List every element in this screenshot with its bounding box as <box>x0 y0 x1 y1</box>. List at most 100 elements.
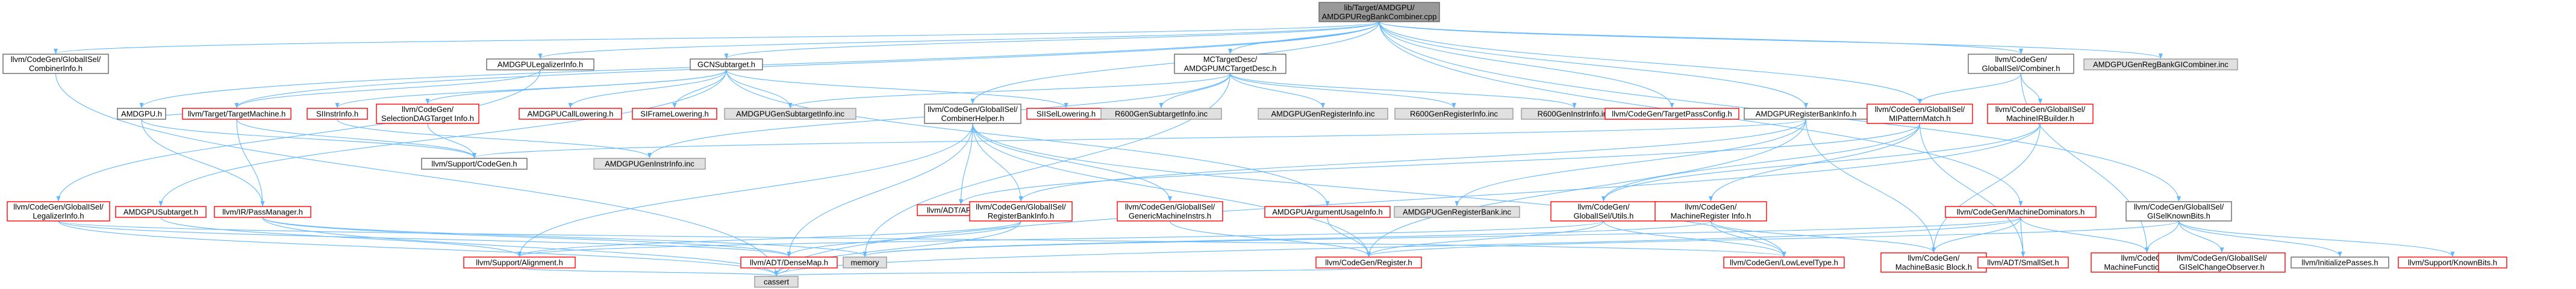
edge-targetmachine-to-support_codegen <box>236 119 476 158</box>
node-amdgpusubtarget-h[interactable]: AMDGPUSubtarget.h <box>115 206 207 218</box>
node-box <box>690 58 763 70</box>
node-llvm-codegen-machinedominators-h[interactable]: llvm/CodeGen/MachineDominators.h <box>1945 206 2097 218</box>
node-amdgpucalllowering-h[interactable]: AMDGPUCallLowering.h <box>519 108 622 120</box>
node-llvm-support-alignment-h[interactable]: llvm/Support/Alignment.h <box>463 256 576 269</box>
node-llvm-adt-smallset-h[interactable]: llvm/ADT/SmallSet.h <box>1977 256 2069 269</box>
node-box <box>1867 104 1973 124</box>
node-label: llvm/CodeGen/Register.h <box>1325 258 1412 267</box>
edge-registerbankinfo-to-alignment <box>517 220 1021 257</box>
edge-machineirbuilder-to-gisel_utils <box>1601 123 2041 202</box>
node-label: AMDGPUGenRegisterInfo.inc <box>1271 110 1375 119</box>
node-llvm-codegen-globalisel-giselchangeobserver-h[interactable]: llvm/CodeGen/GlobalISel/GISelChangeObser… <box>2158 252 2286 273</box>
node-mctargetdesc-amdgpumctargetdesc-h[interactable]: MCTargetDesc/AMDGPUMCTargetDesc.h <box>1174 54 1286 74</box>
node-siisellowering-h[interactable]: SIISelLowering.h <box>1026 108 1106 120</box>
node-label: R600GenInstrInfo.inc <box>1538 110 1612 119</box>
edge-root-to-legalizerinfo <box>538 21 1380 59</box>
node-box <box>2083 58 2238 70</box>
node-llvm-adt-densemap-h[interactable]: llvm/ADT/DenseMap.h <box>740 256 838 269</box>
node-amdgpugenregbankgicombiner-inc[interactable]: AMDGPUGenRegBankGICombiner.inc <box>2083 58 2238 70</box>
node-box <box>1654 201 1767 222</box>
node-amdgpuargumentusageinfo-h[interactable]: AMDGPUArgumentUsageInfo.h <box>1264 206 1391 218</box>
node-llvm-codegen-globalisel-registerbankinfo-h[interactable]: llvm/CodeGen/GlobalISel/RegisterBankInfo… <box>969 201 1073 222</box>
edge-machinedominators-to-memory <box>862 217 2021 257</box>
node-llvm-codegen-selectiondagtarget-info-h[interactable]: llvm/CodeGen/SelectionDAGTarget Info.h <box>376 104 479 124</box>
node-box <box>463 256 576 269</box>
node-label: AMDGPURegisterBankInfo.h <box>1756 110 1857 119</box>
node-siframelowering-h[interactable]: SIFrameLowering.h <box>632 108 717 120</box>
node-llvm-codegen-machinebasic-block-h[interactable]: llvm/CodeGen/MachineBasic Block.h <box>1880 252 1987 273</box>
node-box <box>1100 108 1222 120</box>
edge-gisel_knownbits-to-initializepasses <box>2178 220 2342 257</box>
node-amdgpugenregisterbank-inc[interactable]: AMDGPUGenRegisterBank.inc <box>1394 206 1520 218</box>
node-label: GCNSubtarget.h <box>697 60 755 69</box>
edge-mctargetdesc-to-r600instrinfo <box>1229 73 1577 108</box>
node-label: AMDGPU.h <box>121 110 162 119</box>
edge-legalizerinfo-to-targetmachine <box>234 69 541 108</box>
node-label: llvm/CodeGen/MachineRegister Info.h <box>1671 202 1751 220</box>
node-llvm-codegen-register-h[interactable]: llvm/CodeGen/Register.h <box>1315 256 1422 269</box>
node-r600gensubtargetinfo-inc[interactable]: R600GenSubtargetInfo.inc <box>1100 108 1222 120</box>
node-label: llvm/Support/CodeGen.h <box>431 160 517 169</box>
node-llvm-support-codegen-h[interactable]: llvm/Support/CodeGen.h <box>421 158 528 170</box>
edge-combinerhelper-to-alignment <box>517 123 973 257</box>
edge-combinerhelper-to-apfloat <box>959 123 973 205</box>
edge-passmanager-to-memory <box>262 217 867 257</box>
node-siinstrinfo-h[interactable]: SIInstrInfo.h <box>307 108 368 120</box>
node-box <box>307 108 368 120</box>
node-box <box>1264 206 1391 218</box>
node-cassert[interactable]: cassert <box>754 276 799 288</box>
node-box <box>1318 2 1440 22</box>
node-amdgpuregisterbankinfo-h[interactable]: AMDGPURegisterBankInfo.h <box>1744 108 1868 120</box>
node-amdgpulegalizerinfo-h[interactable]: AMDGPULegalizerInfo.h <box>486 58 594 70</box>
node-amdgpugenregisterinfo-inc[interactable]: AMDGPUGenRegisterInfo.inc <box>1258 108 1388 120</box>
node-box <box>486 58 594 70</box>
node-label: SIInstrInfo.h <box>316 110 358 119</box>
node-gcnsubtarget-h[interactable]: GCNSubtarget.h <box>690 58 763 70</box>
node-label: llvm/CodeGen/MachineDominators.h <box>1957 208 2085 217</box>
edge-targetmachine-to-passmanager <box>236 119 265 207</box>
node-llvm-codegen-globalisel-legalizerinfo-h[interactable]: llvm/CodeGen/GlobalISel/LegalizerInfo.h <box>7 201 110 222</box>
edge-machinedominators-to-smallset <box>2020 217 2026 257</box>
node-amdgpugeninstrinfo-inc[interactable]: AMDGPUGenInstrInfo.inc <box>593 158 706 170</box>
node-llvm-codegen-globalisel-mipatternmatch-h[interactable]: llvm/CodeGen/GlobalISel/MIPatternMatch.h <box>1867 104 1973 124</box>
node-label: llvm/CodeGen/GlobalISel/LegalizerInfo.h <box>13 202 104 220</box>
edge-mctargetdesc-to-gensubtargetinfo <box>788 73 1231 108</box>
node-llvm-codegen-globalisel-giselknownbits-h[interactable]: llvm/CodeGen/GlobalISel/GISelKnownBits.h <box>2125 201 2232 222</box>
node-llvm-codegen-globalisel-genericmachineinstrs-h[interactable]: llvm/CodeGen/GlobalISel/GenericMachineIn… <box>1117 201 1223 222</box>
node-llvm-initializepasses-h[interactable]: llvm/InitializePasses.h <box>2291 256 2389 269</box>
node-llvm-codegen-globalisel-combiner-h[interactable]: llvm/CodeGen/GlobalISel/Combiner.h <box>1968 54 2074 74</box>
node-label: memory <box>851 258 879 267</box>
node-llvm-codegen-machineregister-info-h[interactable]: llvm/CodeGen/MachineRegister Info.h <box>1654 201 1767 222</box>
edge-gisel_utils-to-lowleveltype <box>1603 220 1786 257</box>
node-label: llvm/IR/PassManager.h <box>222 208 303 217</box>
node-llvm-codegen-lowleveltype-h[interactable]: llvm/CodeGen/LowLevelType.h <box>1723 256 1845 269</box>
node-r600geninstrinfo-inc[interactable]: R600GenInstrInfo.inc <box>1521 108 1628 120</box>
node-llvm-codegen-targetpassconfig-h[interactable]: llvm/CodeGen/TargetPassConfig.h <box>1605 108 1739 120</box>
node-llvm-target-targetmachine-h[interactable]: llvm/Target/TargetMachine.h <box>182 108 292 120</box>
node-label: llvm/CodeGen/GlobalISel/MIPatternMatch.h <box>1875 105 1965 123</box>
node-llvm-support-knownbits-h[interactable]: llvm/Support/KnownBits.h <box>2398 256 2507 269</box>
node-label: AMDGPUGenSubtargetInfo.inc <box>736 110 844 119</box>
node-llvm-codegen-globalisel-machineirbuilder-h[interactable]: llvm/CodeGen/GlobalISel/MachineIRBuilder… <box>1987 104 2094 124</box>
node-box <box>1258 108 1388 120</box>
edge-passmanager-to-densemap <box>262 217 791 257</box>
node-r600genregisterinfo-inc[interactable]: R600GenRegisterInfo.inc <box>1394 108 1514 120</box>
node-amdgpu-h[interactable]: AMDGPU.h <box>117 108 166 120</box>
node-box <box>1977 256 2069 269</box>
edge-regbankinfo-to-genregisterbank <box>1455 119 1807 207</box>
node-label: llvm/CodeGen/GlobalISel/CombinerInfo.h <box>11 55 101 73</box>
edge-root-to-mipatternmatch <box>1379 21 1922 104</box>
edge-machineregisterinfo-to-memory <box>862 220 1712 257</box>
node-llvm-ir-passmanager-h[interactable]: llvm/IR/PassManager.h <box>214 206 311 218</box>
edge-gisel_legalizerinfo-to-densemap <box>58 220 791 257</box>
node-label: llvm/CodeGen/GlobalISel/CombinerHelper.h <box>928 105 1018 123</box>
edge-genericmachineinstrs-to-codegen_register <box>1169 220 1371 257</box>
node-memory[interactable]: memory <box>843 256 887 269</box>
node-llvm-codegen-globalisel-combinerhelper-h[interactable]: llvm/CodeGen/GlobalISel/CombinerHelper.h <box>924 104 1021 124</box>
node-llvm-codegen-globalisel-combinerinfo-h[interactable]: llvm/CodeGen/GlobalISel/CombinerInfo.h <box>2 54 109 74</box>
node-amdgpugensubtargetinfo-inc[interactable]: AMDGPUGenSubtargetInfo.inc <box>724 108 856 120</box>
edge-mipatternmatch-to-machineregisterinfo <box>1709 123 1921 202</box>
node-label: llvm/CodeGen/LowLevelType.h <box>1730 258 1838 267</box>
node-llvm-codegen-globalisel-utils-h[interactable]: llvm/CodeGen/GlobalISel/Utils.h <box>1550 201 1657 222</box>
node-lib-target-amdgpu-amdgpuregbankcombiner-cpp[interactable]: lib/Target/AMDGPU/AMDGPURegBankCombiner.… <box>1318 2 1440 22</box>
